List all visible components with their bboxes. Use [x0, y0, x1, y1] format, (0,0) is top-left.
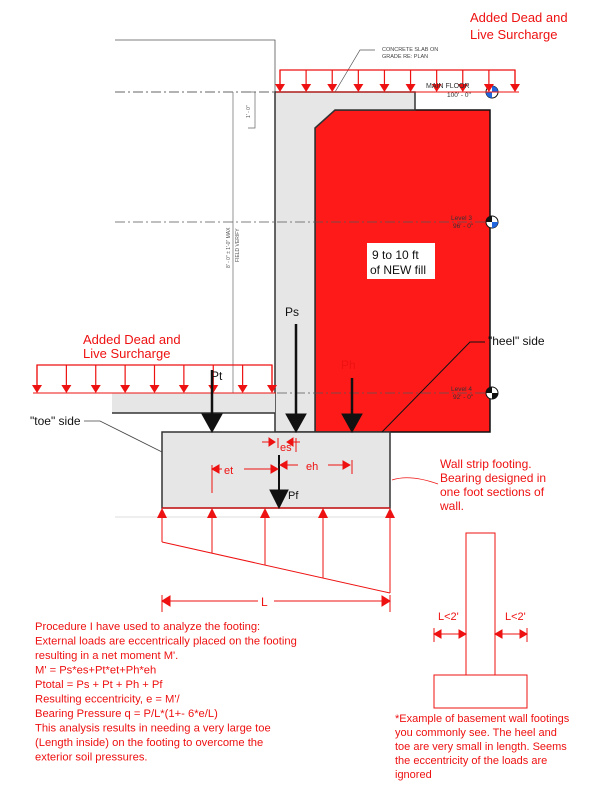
top-surcharge-arrows	[275, 69, 520, 93]
surcharge-arrow	[275, 70, 285, 92]
example-dimensions	[432, 628, 529, 642]
level3-label: Level 3	[451, 215, 472, 222]
top-surcharge-label: Added Dead and	[470, 10, 568, 25]
bottom-surcharge-arrows	[32, 364, 277, 394]
surcharge-arrow	[457, 70, 468, 92]
surcharge-arrow	[431, 70, 442, 92]
main-floor-label: MAIN FLOOR	[426, 83, 470, 90]
pt-load-arrow	[201, 370, 223, 434]
example-wall	[465, 532, 496, 676]
slab-dimension	[248, 91, 256, 129]
example-footing	[433, 674, 528, 709]
surcharge-arrow	[267, 365, 277, 393]
pf-label: Pf	[288, 490, 299, 502]
ps-label: Ps	[285, 305, 299, 319]
slab-dimension-label: 1' - 0"	[246, 105, 252, 118]
surcharge-arrow	[379, 70, 390, 92]
pressure-arrow	[318, 508, 328, 579]
et-label: et	[224, 465, 233, 477]
heel-leader	[381, 341, 485, 433]
wall-dimension-label-2: FIELD VERIFY	[235, 228, 241, 262]
slab-note-2: GRADE RE: PLAN	[382, 54, 428, 60]
level-marker-icon	[485, 386, 499, 400]
surcharge-arrow	[301, 70, 312, 92]
ph-load-arrow	[341, 378, 363, 434]
surcharge-arrow	[237, 365, 248, 393]
surcharge-arrow	[510, 70, 520, 92]
surcharge-arrow	[149, 365, 160, 393]
level4-label: Level 4	[451, 386, 472, 393]
main-floor-elev: 100' - 0"	[447, 92, 471, 99]
surcharge-arrow	[178, 365, 189, 393]
surcharge-arrow	[32, 365, 42, 393]
level-marker-icon	[485, 215, 499, 229]
toe-leader	[84, 420, 163, 453]
level4-elev: 92' - 0"	[453, 394, 474, 401]
pf-load-arrow	[269, 455, 289, 510]
fill-label-box	[367, 243, 435, 279]
surcharge-arrow	[120, 365, 131, 393]
footing-note-leader	[391, 477, 439, 485]
interior-slab	[112, 393, 275, 413]
example-heel-label: L<2'	[505, 611, 526, 623]
level3-elev: 96' - 0"	[453, 223, 474, 230]
pressure-arrow	[260, 508, 270, 566]
heel-side-label: "heel" side	[488, 334, 545, 348]
surcharge-arrow	[405, 70, 416, 92]
top-surcharge-label-2: Live Surcharge	[470, 27, 557, 42]
bearing-pressure-diagram	[157, 508, 395, 594]
pt-label: Pt	[211, 369, 223, 383]
slab-note: CONCRETE SLAB ON	[382, 47, 438, 53]
bottom-surcharge-label: Added Dead and	[83, 332, 181, 347]
es-label: es	[280, 442, 292, 454]
pressure-arrow	[385, 508, 395, 593]
toe-side-label: "toe" side	[30, 414, 81, 428]
surcharge-arrow	[61, 365, 72, 393]
surcharge-arrow	[353, 70, 364, 92]
length-label: L	[261, 595, 268, 609]
example-toe-label: L<2'	[438, 611, 459, 623]
bottom-surcharge-label-2: Live Surcharge	[83, 346, 170, 361]
fill-label-2: of NEW fill	[370, 263, 426, 277]
ps-load-arrow	[285, 324, 307, 434]
pressure-arrow	[207, 508, 217, 554]
wall-dimension-label: 8' - 0" ± 1'-0" MAX	[226, 227, 232, 268]
procedure-text: Procedure I have used to analyze the foo…	[35, 621, 297, 764]
building-outline	[115, 39, 276, 92]
surcharge-arrow	[327, 70, 338, 92]
fill-label: 9 to 10 ft	[372, 248, 419, 262]
ph-label: Ph	[341, 358, 356, 372]
eh-label: eh	[306, 461, 318, 473]
surcharge-arrow	[90, 365, 101, 393]
pressure-arrow	[157, 508, 167, 542]
surcharge-arrow	[483, 70, 494, 92]
